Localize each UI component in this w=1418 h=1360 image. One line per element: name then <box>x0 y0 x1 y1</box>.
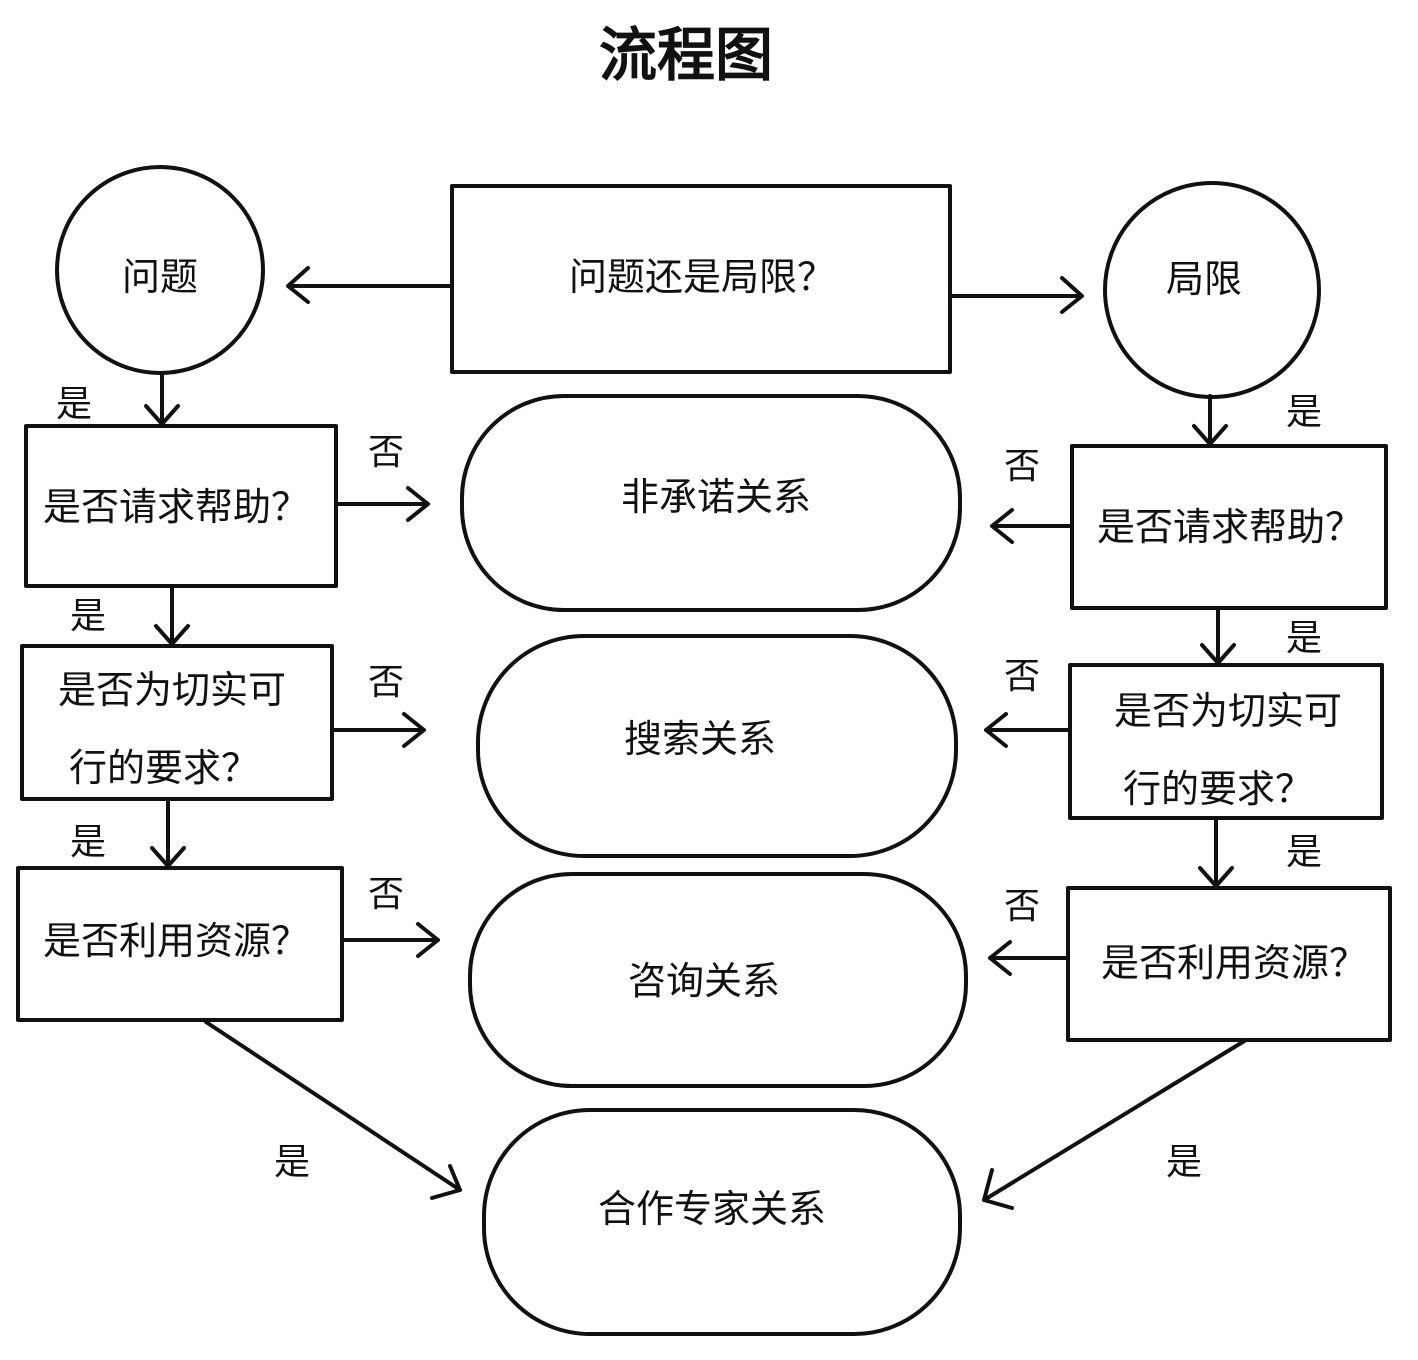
right-question-2-line-2: 行的要求？ <box>1123 767 1313 811</box>
arrow-right-question-3-to-outcome-4 <box>982 1038 1248 1210</box>
yes-label-right-final: 是 <box>1166 1142 1202 1183</box>
arrow-left-question-3-to-outcome-4 <box>204 1020 462 1200</box>
arrow-left-question-1-to-outcome-1 <box>334 486 430 522</box>
right-question-3-label: 是否利用资源？ <box>1101 941 1367 985</box>
arrow-right-question-1-to-right-question-2 <box>1200 606 1236 665</box>
yes-label-right-2: 是 <box>1286 832 1322 873</box>
outcome-non-committed-relationship <box>460 394 962 612</box>
no-label-right-2: 否 <box>1004 656 1040 697</box>
right-question-1-box <box>1070 444 1388 610</box>
arrow-left-question-3-to-outcome-3 <box>340 922 440 958</box>
no-label-right-3: 否 <box>1004 886 1040 927</box>
no-label-left-2: 否 <box>368 662 404 703</box>
outcome-search-relationship <box>476 634 958 858</box>
arrow-left-question-1-to-left-question-2 <box>154 584 190 646</box>
left-question-2-line-2: 行的要求？ <box>69 746 259 790</box>
arrow-left-question-2-to-left-question-3 <box>150 797 186 868</box>
diagram-title: 流程图 <box>599 21 773 89</box>
yes-label-left-1: 是 <box>70 596 106 637</box>
no-label-left-3: 否 <box>368 874 404 915</box>
arrow-right-question-1-to-outcome-1 <box>990 508 1074 544</box>
arrow-right-question-3-to-outcome-3 <box>988 940 1070 976</box>
left-question-2-line-1: 是否为切实可 <box>58 668 286 712</box>
yes-label-left-2: 是 <box>70 822 106 863</box>
arrow-start-to-problem <box>286 266 454 304</box>
right-question-2-line-1: 是否为切实可 <box>1114 689 1342 733</box>
left-question-3-label: 是否利用资源？ <box>43 919 309 963</box>
arrow-right-question-2-to-right-question-3 <box>1198 816 1234 888</box>
yes-label-limit: 是 <box>1286 392 1322 433</box>
outcome-collaborative-expert-relationship <box>482 1108 962 1336</box>
limit-circle-label: 局限 <box>1166 257 1242 301</box>
outcome-consulting-relationship <box>468 872 968 1088</box>
yes-label-problem: 是 <box>56 384 92 425</box>
left-question-2-box <box>20 644 334 801</box>
right-question-2-box <box>1068 663 1384 820</box>
left-question-3-box <box>16 866 344 1022</box>
right-question-3-box <box>1066 886 1392 1042</box>
arrow-left-question-2-to-outcome-2 <box>330 712 426 748</box>
yes-label-right-1: 是 <box>1286 618 1322 659</box>
start-box <box>450 184 952 374</box>
right-question-1-label: 是否请求帮助？ <box>1097 505 1363 549</box>
arrow-problem-to-left-question-1 <box>144 372 180 426</box>
outcome-non-committed-label: 非承诺关系 <box>621 475 811 519</box>
start-box-label: 问题还是局限？ <box>569 255 835 299</box>
outcome-search-label: 搜索关系 <box>624 717 776 761</box>
arrow-start-to-limit <box>948 276 1084 314</box>
left-question-1-label: 是否请求帮助？ <box>43 485 309 529</box>
outcome-collaborative-expert-label: 合作专家关系 <box>598 1187 826 1231</box>
yes-label-left-final: 是 <box>274 1142 310 1183</box>
arrow-limit-to-right-question-1 <box>1192 394 1228 446</box>
problem-circle <box>55 165 265 375</box>
arrow-right-question-2-to-outcome-2 <box>984 712 1072 748</box>
problem-circle-label: 问题 <box>122 255 198 299</box>
outcome-consulting-label: 咨询关系 <box>628 959 780 1003</box>
no-label-left-1: 否 <box>368 432 404 473</box>
no-label-right-1: 否 <box>1004 446 1040 487</box>
